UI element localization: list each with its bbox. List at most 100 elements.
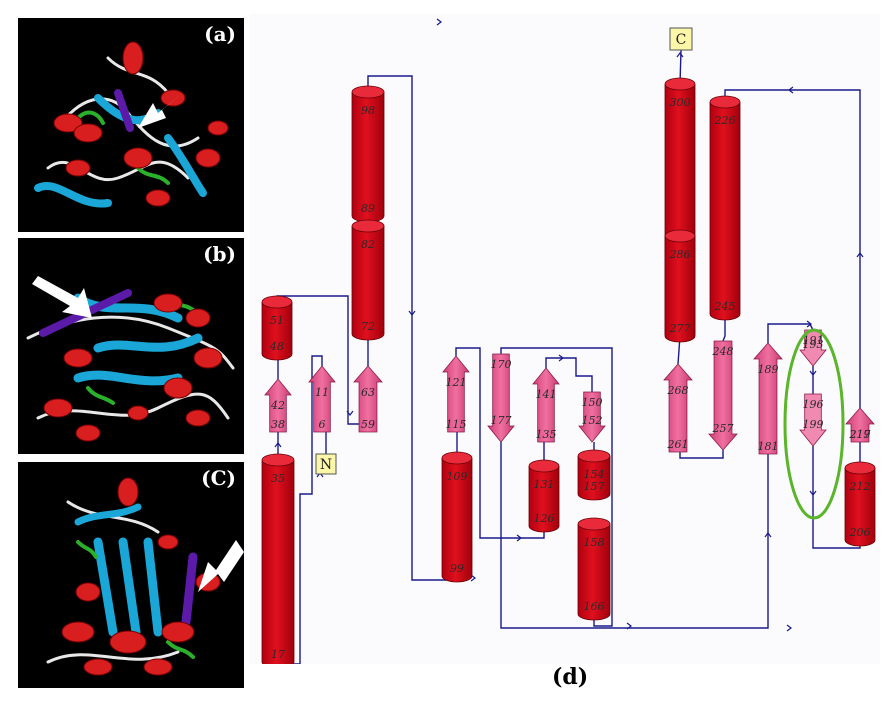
helix-5: 109 99 [441,451,473,583]
strand-arrow [578,391,606,443]
chevron-16 [676,52,684,58]
strand-arrow [753,342,783,455]
strand-end-residue: 261 [667,438,689,451]
helix-body [261,302,293,361]
chevron-17 [806,320,812,328]
strand-arrow [799,393,827,447]
helix-body [261,460,295,664]
helix-cap [351,85,385,99]
strand-end-residue: 177 [491,414,512,427]
strand-end-residue: 217 [849,428,871,441]
chevron-7 [558,354,564,362]
strand-arrow [442,355,470,433]
helix-body [577,524,611,621]
connection-12 [545,357,593,392]
panel-label-b: (b) [203,242,236,266]
helix-end-residue: 245 [714,300,736,313]
strand-arrow [308,365,336,433]
helix-end-residue: 89 [361,202,375,215]
helix-cap [261,295,293,309]
strand-start-residue: 63 [361,386,375,399]
strand-start-residue: 42 [270,399,285,412]
c-terminus-label: C [676,32,687,48]
structure-panel-a: (a) [18,18,244,232]
helix-body [709,102,741,321]
helix-cap [664,77,696,91]
helix-start-residue: 226 [714,114,736,127]
chevron-3 [408,310,416,316]
helix-body [351,226,385,341]
strand-start-residue: 219 [849,428,871,441]
strand-end-residue: 181 [758,440,779,453]
diagram-label: (d) [552,664,589,690]
chevron-6 [516,534,522,542]
topology-diagram: 5148351798898272109991311261541571581663… [250,14,880,664]
c-terminus-box: C [669,27,693,51]
helix-end-residue: 157 [584,480,605,493]
connection-15 [500,442,769,629]
helix-start-residue: 51 [270,314,284,327]
ribbon-image-c [46,477,244,676]
helix-end-residue: 277 [669,322,691,335]
strand-arrow [264,378,292,433]
strand-start-residue: 268 [667,384,689,397]
helix-cap [351,219,385,233]
chevron-4 [346,410,354,416]
strand-end-residue: 193 [803,338,824,351]
helix-start-residue: 98 [361,104,375,117]
chevron-9 [786,624,792,632]
structure-panel-c: (C) [18,462,244,688]
helix-end-residue: 126 [534,512,555,525]
helix-body [664,236,696,343]
helix-start-residue: 286 [669,248,691,261]
strand-4: 121 115 [442,355,470,433]
helix-start-residue: 212 [849,480,871,493]
strand-start-residue: 150 [582,396,603,409]
strand-2: 116 [308,365,336,433]
helix-body [528,466,560,533]
strand-end-residue: 38 [271,418,285,431]
helix-3: 98 89 [351,85,385,223]
chevron-18 [274,442,282,448]
panel-label-c: (C) [201,466,236,490]
strand-end-residue: 59 [361,418,375,431]
strand-end-residue: 115 [446,418,467,431]
helix-end-residue: 99 [450,562,464,575]
structure-panel-b: (b) [18,238,244,454]
helix-end-residue: 48 [269,340,284,353]
strand-start-residue: 11 [315,386,329,399]
helix-cap [577,517,611,531]
panel-label-a: (a) [204,22,236,46]
highlight-ellipse [783,328,845,520]
chevron-14 [788,86,794,94]
chevron-10 [764,532,772,538]
helix-start-residue: 154 [584,468,605,481]
helix-cap [261,453,295,467]
strand-start-residue: 141 [536,388,557,401]
n-terminus-label: N [320,457,332,473]
strand-3: 63 59 [353,365,383,433]
strand-arrow [708,340,738,451]
helix-start-residue: 109 [447,470,468,483]
chevron-11 [809,490,817,496]
helix-cap [441,451,473,465]
helix-11: 226 245 [709,95,741,321]
chevron-1 [436,18,442,26]
strand-start-residue: 121 [446,376,467,389]
strand-arrow [532,367,560,443]
helix-end-residue: 166 [584,600,605,613]
helix-cap [709,95,741,109]
helix-cap [844,461,876,475]
helix-cap [577,449,611,463]
